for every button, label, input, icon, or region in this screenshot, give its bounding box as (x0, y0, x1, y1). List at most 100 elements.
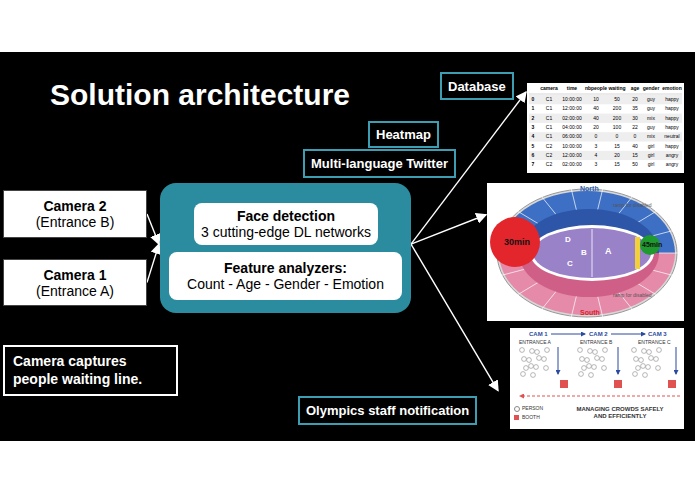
table-cell: 0 (623, 134, 647, 139)
person-dot (603, 348, 608, 353)
table-cell: girl (639, 144, 663, 149)
person-dot (639, 358, 644, 363)
table-cell: 200 (605, 116, 629, 121)
table-cell: 50 (605, 97, 629, 102)
table-cell: 3 (521, 125, 545, 130)
table-cell: 20 (605, 153, 629, 158)
box-heading: Multi-language Twitter (311, 156, 448, 171)
diagram-label: ENTRANCE B (580, 340, 612, 345)
table-cell: guy (639, 106, 663, 111)
table-cell: 2 (521, 116, 545, 121)
table-cell: 06:00:00 (560, 134, 584, 139)
table-cell: 40 (584, 116, 608, 121)
person-dot (600, 357, 605, 362)
table-cell: 3 (584, 144, 608, 149)
slide-ground (0, 52, 695, 441)
table-cell: 50 (623, 162, 647, 167)
person-dot (527, 358, 532, 363)
flow-arrow (147, 214, 159, 244)
box-heading: Camera 2 (43, 198, 106, 214)
box-heading: Heatmap (376, 127, 431, 142)
table-cell: 12:00:00 (560, 153, 584, 158)
box-heading: Face detection (237, 208, 335, 224)
box-heading: Camera captures people waiting line. (13, 353, 168, 388)
table-cell: 4 (584, 153, 608, 158)
table-cell: 5 (521, 144, 545, 149)
map-label: D (565, 236, 571, 244)
legend-swatch (514, 415, 519, 420)
box-heading: Camera 1 (43, 267, 106, 283)
legend-sample (514, 406, 520, 412)
person-dot (602, 366, 607, 371)
map-label: C (567, 260, 573, 268)
diagram-label: ENTRANCE A (519, 340, 551, 345)
map-label: North (580, 185, 599, 192)
map-label: A (605, 247, 612, 256)
person-dot (582, 366, 587, 371)
processing-unit: Face detection3 cutting-edge DL networks… (160, 183, 411, 313)
person-dot (633, 372, 638, 377)
table-cell: 04:00:00 (560, 125, 584, 130)
table-cell: 1 (521, 106, 545, 111)
person-dot (634, 357, 639, 362)
table-cell: guy (639, 125, 663, 130)
person-dot (593, 350, 598, 355)
flow-arrow (411, 244, 498, 391)
person-dot (585, 358, 590, 363)
box-body: 3 cutting-edge DL networks (201, 224, 371, 240)
table-cell: happy (660, 144, 684, 149)
table-cell: C1 (537, 106, 561, 111)
diagram-label: CAM 2 (589, 331, 608, 337)
table-row-stripe (529, 151, 682, 160)
person-dot (580, 357, 585, 362)
note-box: Camera captures people waiting line. (3, 345, 178, 396)
table-header: camera (537, 86, 561, 91)
output-tag: Olympics staff notification (298, 396, 477, 425)
table-cell: 4 (521, 134, 545, 139)
table-cell: C1 (537, 125, 561, 130)
person-dot (643, 373, 648, 378)
person-dot (647, 350, 652, 355)
table-cell: 10:00:00 (560, 97, 584, 102)
person-dot (588, 349, 593, 354)
table-cell: 10 (584, 97, 608, 102)
table-cell: C2 (537, 144, 561, 149)
table-cell: mix (639, 134, 663, 139)
table-cell: 0 (521, 97, 545, 102)
table-cell: 15 (605, 162, 629, 167)
legend-label: BOOTH (522, 415, 540, 420)
table-cell: 40 (584, 106, 608, 111)
person-dot (636, 366, 641, 371)
person-dot (534, 365, 539, 370)
person-dot (592, 365, 597, 370)
table-cell: 3 (584, 162, 608, 167)
table-cell: 22 (623, 125, 647, 130)
person-dot (632, 348, 637, 353)
person-dot (522, 357, 527, 362)
person-dot (545, 348, 550, 353)
table-cell: angry (660, 153, 684, 158)
table-panel (527, 83, 684, 173)
table-row-stripe (529, 114, 682, 123)
map-label: South (580, 309, 600, 316)
map-label: 45min (642, 241, 662, 248)
table-cell: 40 (623, 144, 647, 149)
table-cell: angry (660, 162, 684, 167)
table-cell: happy (660, 116, 684, 121)
table-cell: 10:00:00 (560, 144, 584, 149)
analyzer-box: Face detection3 cutting-edge DL networks (194, 203, 378, 245)
table-cell: C1 (537, 134, 561, 139)
table-header: waiting (605, 86, 629, 91)
box-heading: Database (448, 79, 506, 94)
table-cell: 12:00:00 (560, 106, 584, 111)
table-cell: C1 (537, 116, 561, 121)
table-cell: C1 (537, 97, 561, 102)
table-cell: 15 (605, 144, 629, 149)
stadium-map (490, 188, 679, 318)
map-label: ramp for disabled (613, 203, 652, 208)
person-dot (649, 356, 654, 361)
person-dot (521, 372, 526, 377)
table-cell: 0 (584, 134, 608, 139)
heatmap-panel (487, 183, 684, 321)
table-header: nbpeople (584, 86, 608, 91)
